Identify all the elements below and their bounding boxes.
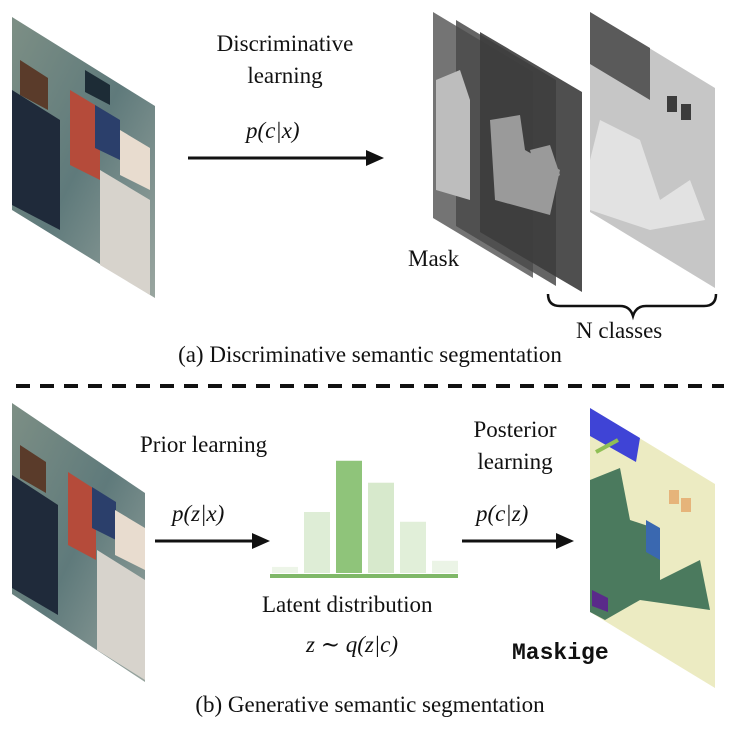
latent-histogram [272,460,458,573]
input-image-b [12,403,145,682]
maskige-image [590,408,715,688]
caption-b: (b) Generative semantic segmentation [195,692,545,717]
discriminative-title-line1: Discriminative [216,31,354,56]
histogram-bar [368,482,394,573]
mask-label: Mask [408,246,460,271]
formula-p-c-given-z: p(c|z) [476,501,529,526]
n-classes-label: N classes [576,318,663,343]
discriminative-title-line2: learning [247,63,323,88]
arrow-prior [155,533,270,549]
arrow-discriminative [188,150,384,166]
arrow-posterior [462,533,574,549]
posterior-title-line2: learning [477,449,553,474]
histogram-bar [304,512,330,573]
latent-distribution-label: Latent distribution [262,592,433,617]
formula-p-z-given-x: p(z|x) [172,501,225,526]
input-image-a [12,17,155,298]
histogram-bar [400,521,426,573]
discriminative-learning-title: Discriminative learning [200,28,370,92]
posterior-learning-title: Posterior learning [450,414,580,478]
mask-stack [433,12,715,292]
posterior-title-line1: Posterior [473,417,557,442]
formula-latent: z ∼ q(z|c) [306,632,399,657]
caption-a: (a) Discriminative semantic segmentation [178,342,562,367]
classes-brace [546,293,718,321]
formula-p-c-given-x: p(c|x) [246,118,300,143]
prior-learning-title: Prior learning [140,432,268,457]
histogram-bar [432,560,458,573]
histogram-bar [272,566,298,573]
maskige-label: Maskige [512,640,609,666]
histogram-bar [336,460,362,573]
